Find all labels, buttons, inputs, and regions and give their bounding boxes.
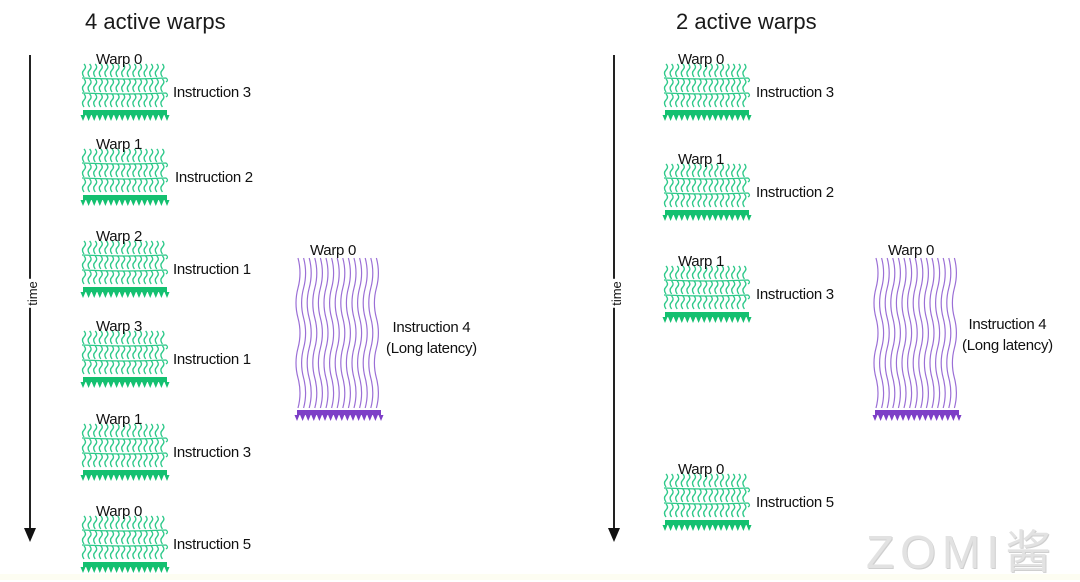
warp-threads-icon [294, 257, 384, 421]
warp-threads-icon [662, 265, 752, 323]
panel-title: 2 active warps [676, 9, 817, 34]
warp-threads-icon [662, 473, 752, 531]
warp-block: Warp 0 Instruction 5 [80, 503, 251, 574]
instruction-label: Instruction 5 [756, 494, 834, 511]
time-arrow-icon [24, 528, 36, 542]
warp-threads-icon [80, 148, 170, 206]
instruction-label: Instruction 3 [756, 84, 834, 101]
time-axis-label: time [608, 279, 624, 308]
warp-block: Warp 0 Instruction 5 [662, 461, 834, 532]
panel-title: 4 active warps [85, 9, 226, 34]
warp-label: Warp 1 [678, 253, 724, 270]
warp-threads-icon [80, 423, 170, 481]
warp-label: Warp 0 [310, 242, 356, 259]
warp-label: Warp 0 [96, 503, 142, 520]
instruction-label: Instruction 1 [173, 351, 251, 368]
latency-note: (Long latency) [386, 340, 477, 357]
warp-threads-icon [662, 63, 752, 121]
bottom-strip [0, 574, 1080, 580]
instruction-label: Instruction 5 [173, 536, 251, 553]
warp-block: Warp 1 Instruction 3 [80, 411, 251, 482]
warp-label: Warp 1 [96, 136, 142, 153]
warp-block: Warp 2 Instruction 1 [80, 228, 251, 299]
warp-label: Warp 1 [96, 411, 142, 428]
instruction-label: Instruction 4 (Long latency) [386, 317, 477, 359]
warp-label: Warp 1 [678, 151, 724, 168]
instruction-label: Instruction 2 [756, 184, 834, 201]
time-axis-label: time [24, 279, 40, 308]
warp-block: Warp 1 Instruction 2 [662, 151, 834, 222]
warp-threads-icon [662, 163, 752, 221]
warp-label: Warp 3 [96, 318, 142, 335]
warp-block: Warp 1 Instruction 3 [662, 253, 834, 324]
warp-label: Warp 0 [96, 51, 142, 68]
instruction-label: Instruction 3 [173, 84, 251, 101]
instruction-label: Instruction 2 [175, 169, 253, 186]
warp-block: Warp 0 Instruction 3 [662, 51, 834, 122]
warp-block: Warp 3 Instruction 1 [80, 318, 251, 389]
latency-note: (Long latency) [962, 337, 1053, 354]
instruction-label: Instruction 3 [173, 444, 251, 461]
warp-threads-icon [80, 330, 170, 388]
warp-label: Warp 2 [96, 228, 142, 245]
instruction-name: Instruction 4 [968, 316, 1047, 333]
instruction-label: Instruction 1 [173, 261, 251, 278]
warp-label: Warp 0 [678, 51, 724, 68]
watermark-logo: ZOMI酱 [866, 526, 1057, 578]
instruction-name: Instruction 4 [392, 319, 471, 336]
warp-threads-icon [80, 240, 170, 298]
warp-threads-icon [872, 257, 962, 421]
warp-label: Warp 0 [888, 242, 934, 259]
long-latency-warp-block: Warp 0 Instruction 4 (Long latency) [872, 242, 1053, 428]
warp-threads-icon [80, 63, 170, 121]
time-arrow-icon [608, 528, 620, 542]
instruction-label: Instruction 4 (Long latency) [962, 314, 1053, 356]
long-latency-warp-block: Warp 0 Instruction 4 (Long latency) [294, 242, 477, 428]
warp-threads-icon [80, 515, 170, 573]
warp-block: Warp 0 Instruction 3 [80, 51, 251, 122]
warp-label: Warp 0 [678, 461, 724, 478]
warp-block: Warp 1 Instruction 2 [80, 136, 253, 207]
instruction-label: Instruction 3 [756, 286, 834, 303]
